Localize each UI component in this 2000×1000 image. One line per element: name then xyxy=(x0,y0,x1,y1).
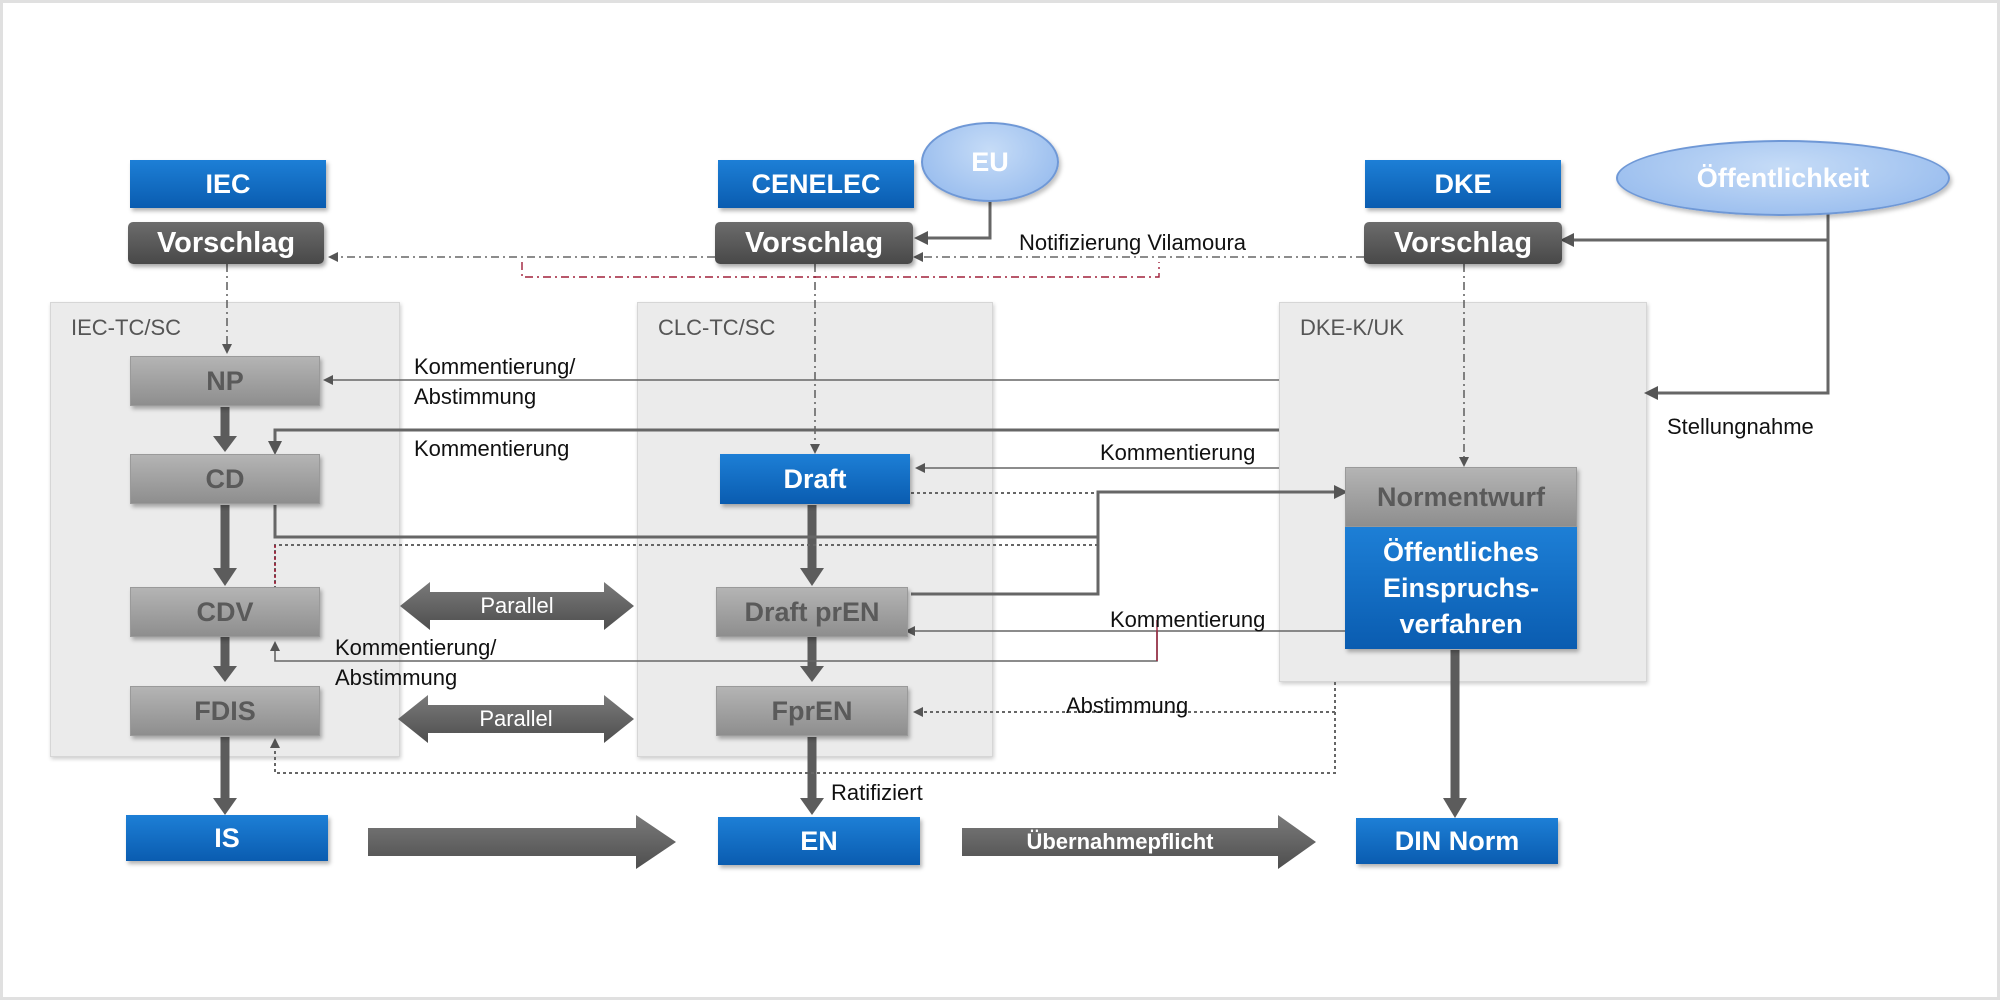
group-label-iec: IEC-TC/SC xyxy=(71,315,181,340)
proposal-iec: Vorschlag xyxy=(128,222,324,264)
uebernahme-label: Übernahmepflicht xyxy=(1026,829,1214,854)
label-kommentierung-cd: Kommentierung xyxy=(414,436,570,461)
output-en: EN xyxy=(718,817,920,865)
org-iec: IEC xyxy=(130,160,326,208)
proposal-cenelec: Vorschlag xyxy=(715,222,913,264)
step-fdis: FDIS xyxy=(130,686,320,736)
label-kommentierung-pren: Kommentierung xyxy=(1110,607,1266,632)
step-fpren: FprEN xyxy=(716,686,908,736)
adoption-arrow-is-en xyxy=(368,815,676,869)
label-kommentierung-abstimmung-top-1: Kommentierung/ xyxy=(414,354,576,379)
step-cdv: CDV xyxy=(130,587,320,637)
notification-bracket xyxy=(521,262,1160,278)
label-kommentierung-abstimmung-bottom-1: Kommentierung/ xyxy=(335,635,497,660)
label-ratifiziert: Ratifiziert xyxy=(831,780,923,805)
step-einspruchsverfahren: Öffentliches Einspruchs-verfahren xyxy=(1345,527,1577,649)
output-din-norm: DIN Norm xyxy=(1356,818,1558,864)
step-cd: CD xyxy=(130,454,320,504)
parallel-label-2: Parallel xyxy=(479,706,553,731)
step-draft-pren: Draft prEN xyxy=(716,587,908,637)
label-notifizierung: Notifizierung Vilamoura xyxy=(1019,230,1247,255)
label-kommentierung-draft: Kommentierung xyxy=(1100,440,1256,465)
adoption-arrow-en-din xyxy=(962,815,1316,869)
label-kommentierung-abstimmung-top-2: Abstimmung xyxy=(414,384,537,409)
step-draft: Draft xyxy=(720,454,910,504)
org-cenelec: CENELEC xyxy=(718,160,914,208)
proposal-dke: Vorschlag xyxy=(1364,222,1562,264)
label-stellungnahme: Stellungnahme xyxy=(1667,414,1814,439)
step-np: NP xyxy=(130,356,320,406)
label-kommentierung-abstimmung-bottom-2: Abstimmung xyxy=(335,665,458,690)
label-abstimmung: Abstimmung xyxy=(1066,693,1189,718)
org-dke: DKE xyxy=(1365,160,1561,208)
ellipse-public: Öffentlichkeit xyxy=(1616,140,1950,216)
parallel-arrow-2 xyxy=(398,695,634,743)
output-is: IS xyxy=(126,815,328,861)
proposal-flow-lines xyxy=(222,252,1469,467)
ellipse-eu: EU xyxy=(921,122,1059,202)
step-normentwurf: Normentwurf xyxy=(1345,467,1577,527)
group-label-clc: CLC-TC/SC xyxy=(658,315,776,340)
parallel-label-1: Parallel xyxy=(480,593,554,618)
parallel-arrow-1 xyxy=(400,582,634,630)
group-label-dke: DKE-K/UK xyxy=(1300,315,1404,340)
